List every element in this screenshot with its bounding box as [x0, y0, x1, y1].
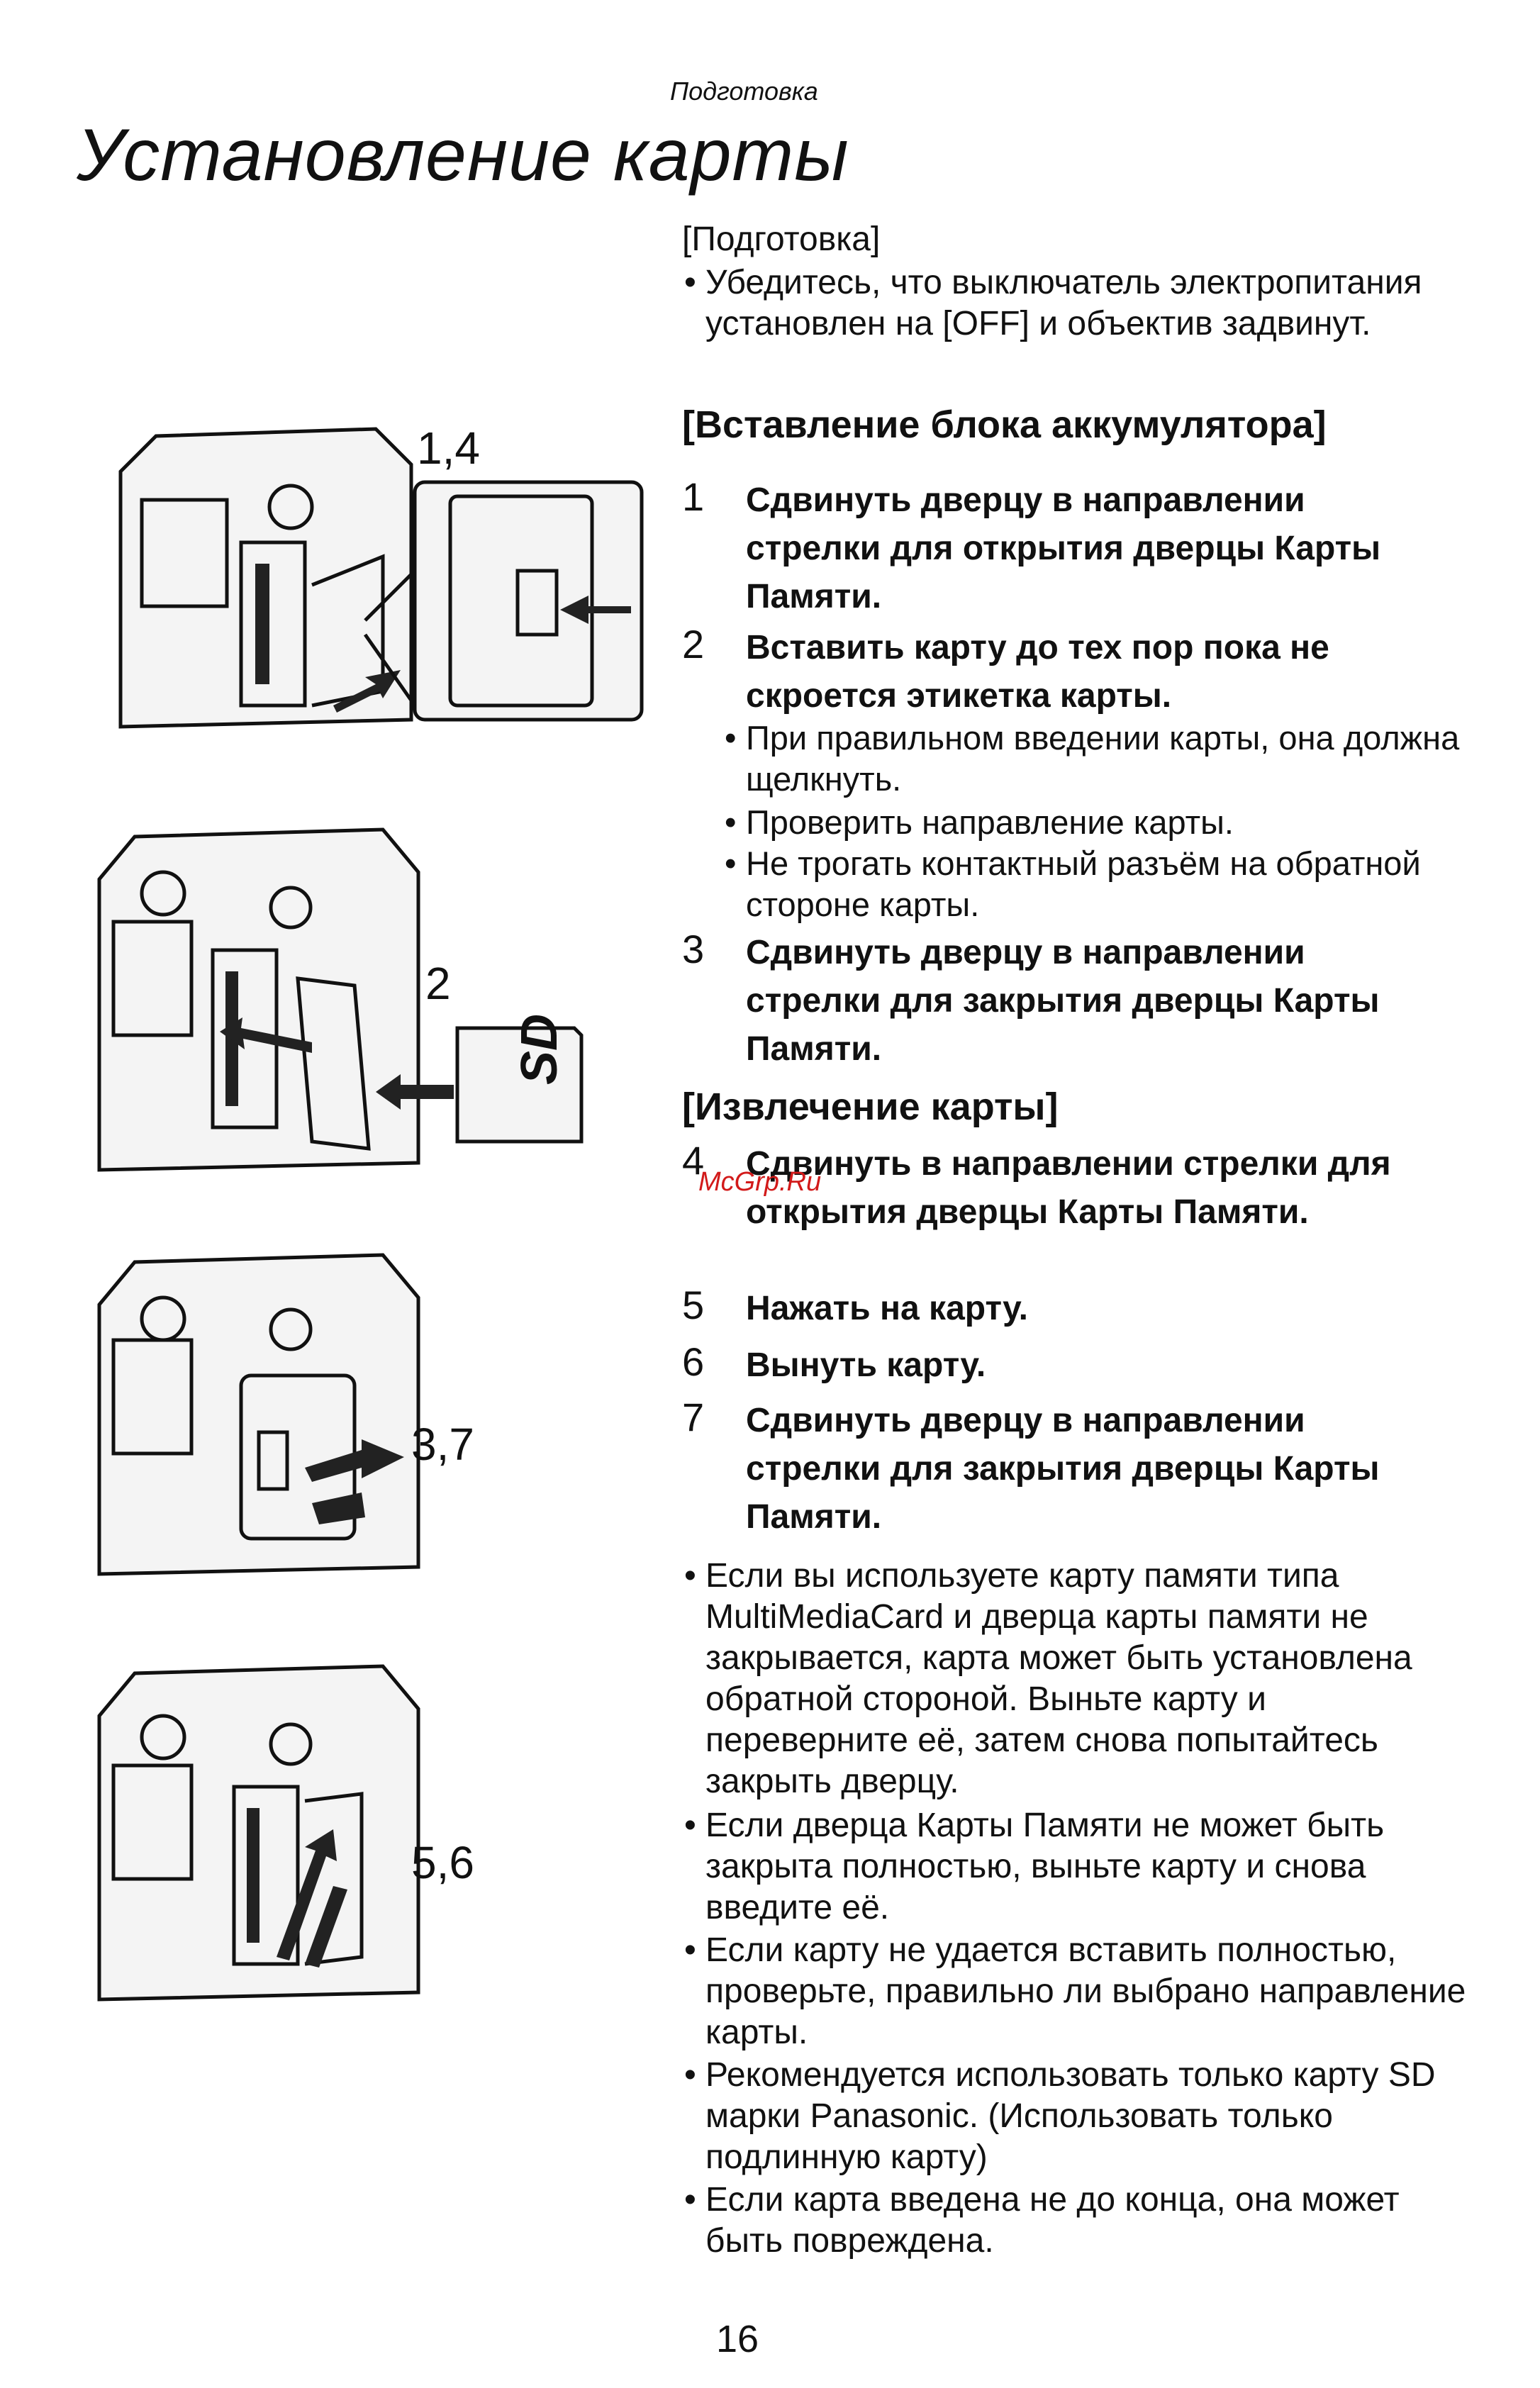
page-title: Установление карты: [77, 114, 849, 196]
bullet-dot: •: [684, 2181, 696, 2219]
bullet-dot: •: [684, 2056, 696, 2094]
bullet-dot: •: [684, 1931, 696, 1969]
step-text: Вставить карту до тех пор пока не скроет…: [746, 629, 1329, 715]
step-text: Сдвинуть дверцу в направлении стрелки дл…: [746, 481, 1381, 615]
bullet-dot: •: [725, 803, 737, 841]
figure-label-2: 2: [425, 958, 451, 1009]
step-text: Нажать на карту.: [746, 1290, 1028, 1327]
figure-3-7: 3,7: [78, 1248, 659, 1581]
step-text: Вынуть карту.: [746, 1346, 986, 1384]
step2-bullet-text: Не трогать контактный разъём на обратной…: [746, 844, 1421, 923]
camera-slide-door-illustration: [97, 1253, 420, 1576]
preparation-bullet: • Убедитесь, что выключатель электропита…: [684, 262, 1450, 345]
note: • Рекомендуется использовать только карт…: [684, 2055, 1471, 2178]
note: • Если карту не удается вставить полност…: [684, 1930, 1471, 2053]
step-number: 3: [682, 927, 705, 971]
step2-bullet-text: При правильном введении карты, она должн…: [746, 719, 1460, 798]
note: • Если дверца Карты Памяти не может быть…: [684, 1805, 1471, 1929]
camera-remove-card-illustration: [97, 1664, 420, 2002]
note-text: Если карта введена не до конца, она може…: [705, 2181, 1400, 2260]
bullet-dot: •: [684, 1807, 696, 1844]
bullet-dot: •: [684, 1557, 696, 1595]
step2-bullet: • Не трогать контактный разъём на обратн…: [725, 843, 1469, 925]
watermark: McGrp.Ru: [698, 1167, 822, 1197]
note-text: Рекомендуется использовать только карту …: [705, 2056, 1436, 2176]
sd-card-logo: SD: [511, 1013, 568, 1085]
page-number: 16: [716, 2318, 759, 2360]
step-number: 4: [682, 1138, 705, 1183]
section-label: Подготовка: [670, 77, 818, 106]
note: • Если карта введена не до конца, она мо…: [684, 2180, 1471, 2262]
step-number: 2: [682, 622, 705, 666]
figure-1-4: 1,4: [78, 408, 659, 741]
step2-bullet: • При правильном введении карты, она дол…: [725, 718, 1469, 800]
bullet-dot: •: [684, 264, 696, 301]
note: • Если вы используете карту памяти типа …: [684, 1556, 1471, 1802]
step-text: Сдвинуть дверцу в направлении стрелки дл…: [746, 934, 1380, 1068]
note-text: Если карту не удается вставить полностью…: [705, 1931, 1466, 2051]
step-text: Сдвинуть дверцу в направлении стрелки дл…: [746, 1402, 1380, 1536]
bullet-dot: •: [725, 844, 737, 882]
figure-5-6: 5,6: [78, 1659, 659, 2014]
camera-insert-card-illustration: [97, 827, 584, 1172]
step2-bullet-text: Проверить направление карты.: [746, 803, 1234, 841]
insert-heading: [Вставление блока аккумулятора]: [682, 403, 1327, 446]
step2-bullet: • Проверить направление карты.: [725, 802, 1469, 843]
bullet-dot: •: [725, 719, 737, 757]
step-text: Сдвинуть в направлении стрелки для откры…: [746, 1145, 1391, 1231]
figure-label-5-6: 5,6: [411, 1837, 474, 1888]
preparation-label: [Подготовка]: [682, 221, 881, 258]
figure-label-1-4: 1,4: [417, 423, 480, 474]
step-number: 6: [682, 1339, 705, 1384]
step-number: 5: [682, 1283, 705, 1327]
preparation-bullet-text: Убедитесь, что выключатель электропитани…: [705, 264, 1422, 342]
camera-open-door-illustration: [118, 427, 644, 729]
step-number: 1: [682, 474, 705, 519]
remove-heading: [Извлечение карты]: [682, 1086, 1059, 1128]
figure-2: 2 SD: [78, 815, 659, 1184]
figure-label-3-7: 3,7: [411, 1419, 474, 1470]
note-text: Если дверца Карты Памяти не может быть з…: [705, 1807, 1385, 1926]
note-text: Если вы используете карту памяти типа Mu…: [705, 1557, 1412, 1800]
step-number: 7: [682, 1395, 705, 1439]
